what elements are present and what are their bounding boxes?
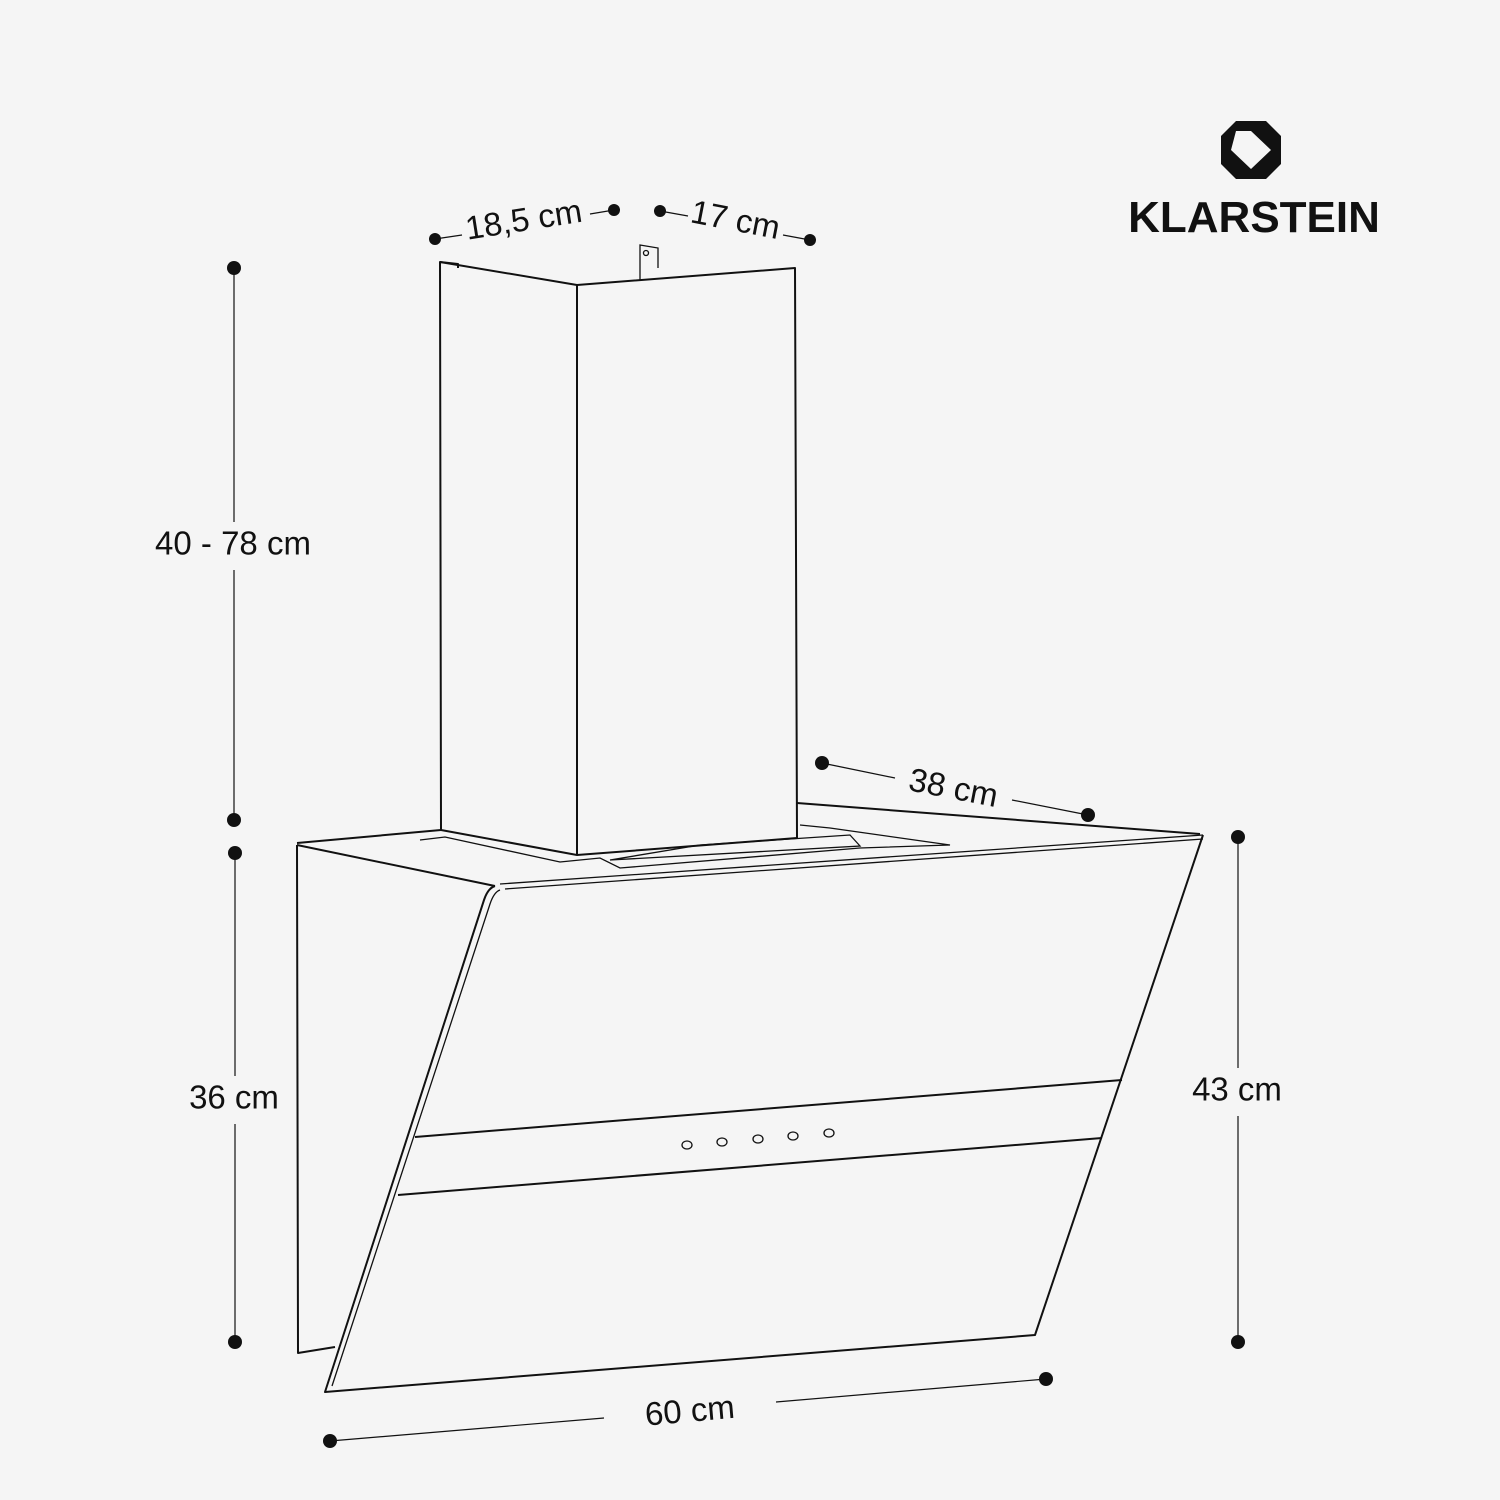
control-buttons [681,1128,835,1150]
dimension-body-height: 36 cm [189,846,279,1349]
dimension-glass-height: 43 cm [1192,830,1282,1349]
dimension-chimney-depth: 17 cm [654,193,816,246]
top-plate [296,802,1204,890]
control-button[interactable] [823,1128,835,1138]
label-width: 60 cm [643,1388,736,1433]
dimension-body-depth: 38 cm [815,756,1095,822]
brand-name: KLARSTEIN [1128,193,1380,242]
label-glass-height: 43 cm [1192,1071,1282,1108]
dimension-chimney-height: 40 - 78 cm [155,261,311,827]
chimney [439,244,798,856]
label-body-height: 36 cm [189,1079,279,1116]
brand-logo: KLARSTEIN [1128,121,1380,242]
label-chimney-height: 40 - 78 cm [155,525,311,562]
label-chimney-width: 18,5 cm [463,192,585,247]
dimension-width: 60 cm [323,1372,1053,1448]
control-button[interactable] [681,1140,693,1150]
control-button[interactable] [752,1134,764,1144]
label-body-depth: 38 cm [906,761,1001,814]
hood-body [296,834,1204,1393]
dimension-chimney-width: 18,5 cm [429,192,620,247]
control-button[interactable] [787,1131,799,1141]
label-chimney-depth: 17 cm [688,193,783,246]
control-button[interactable] [716,1137,728,1147]
logo-mark-icon [1221,121,1281,179]
